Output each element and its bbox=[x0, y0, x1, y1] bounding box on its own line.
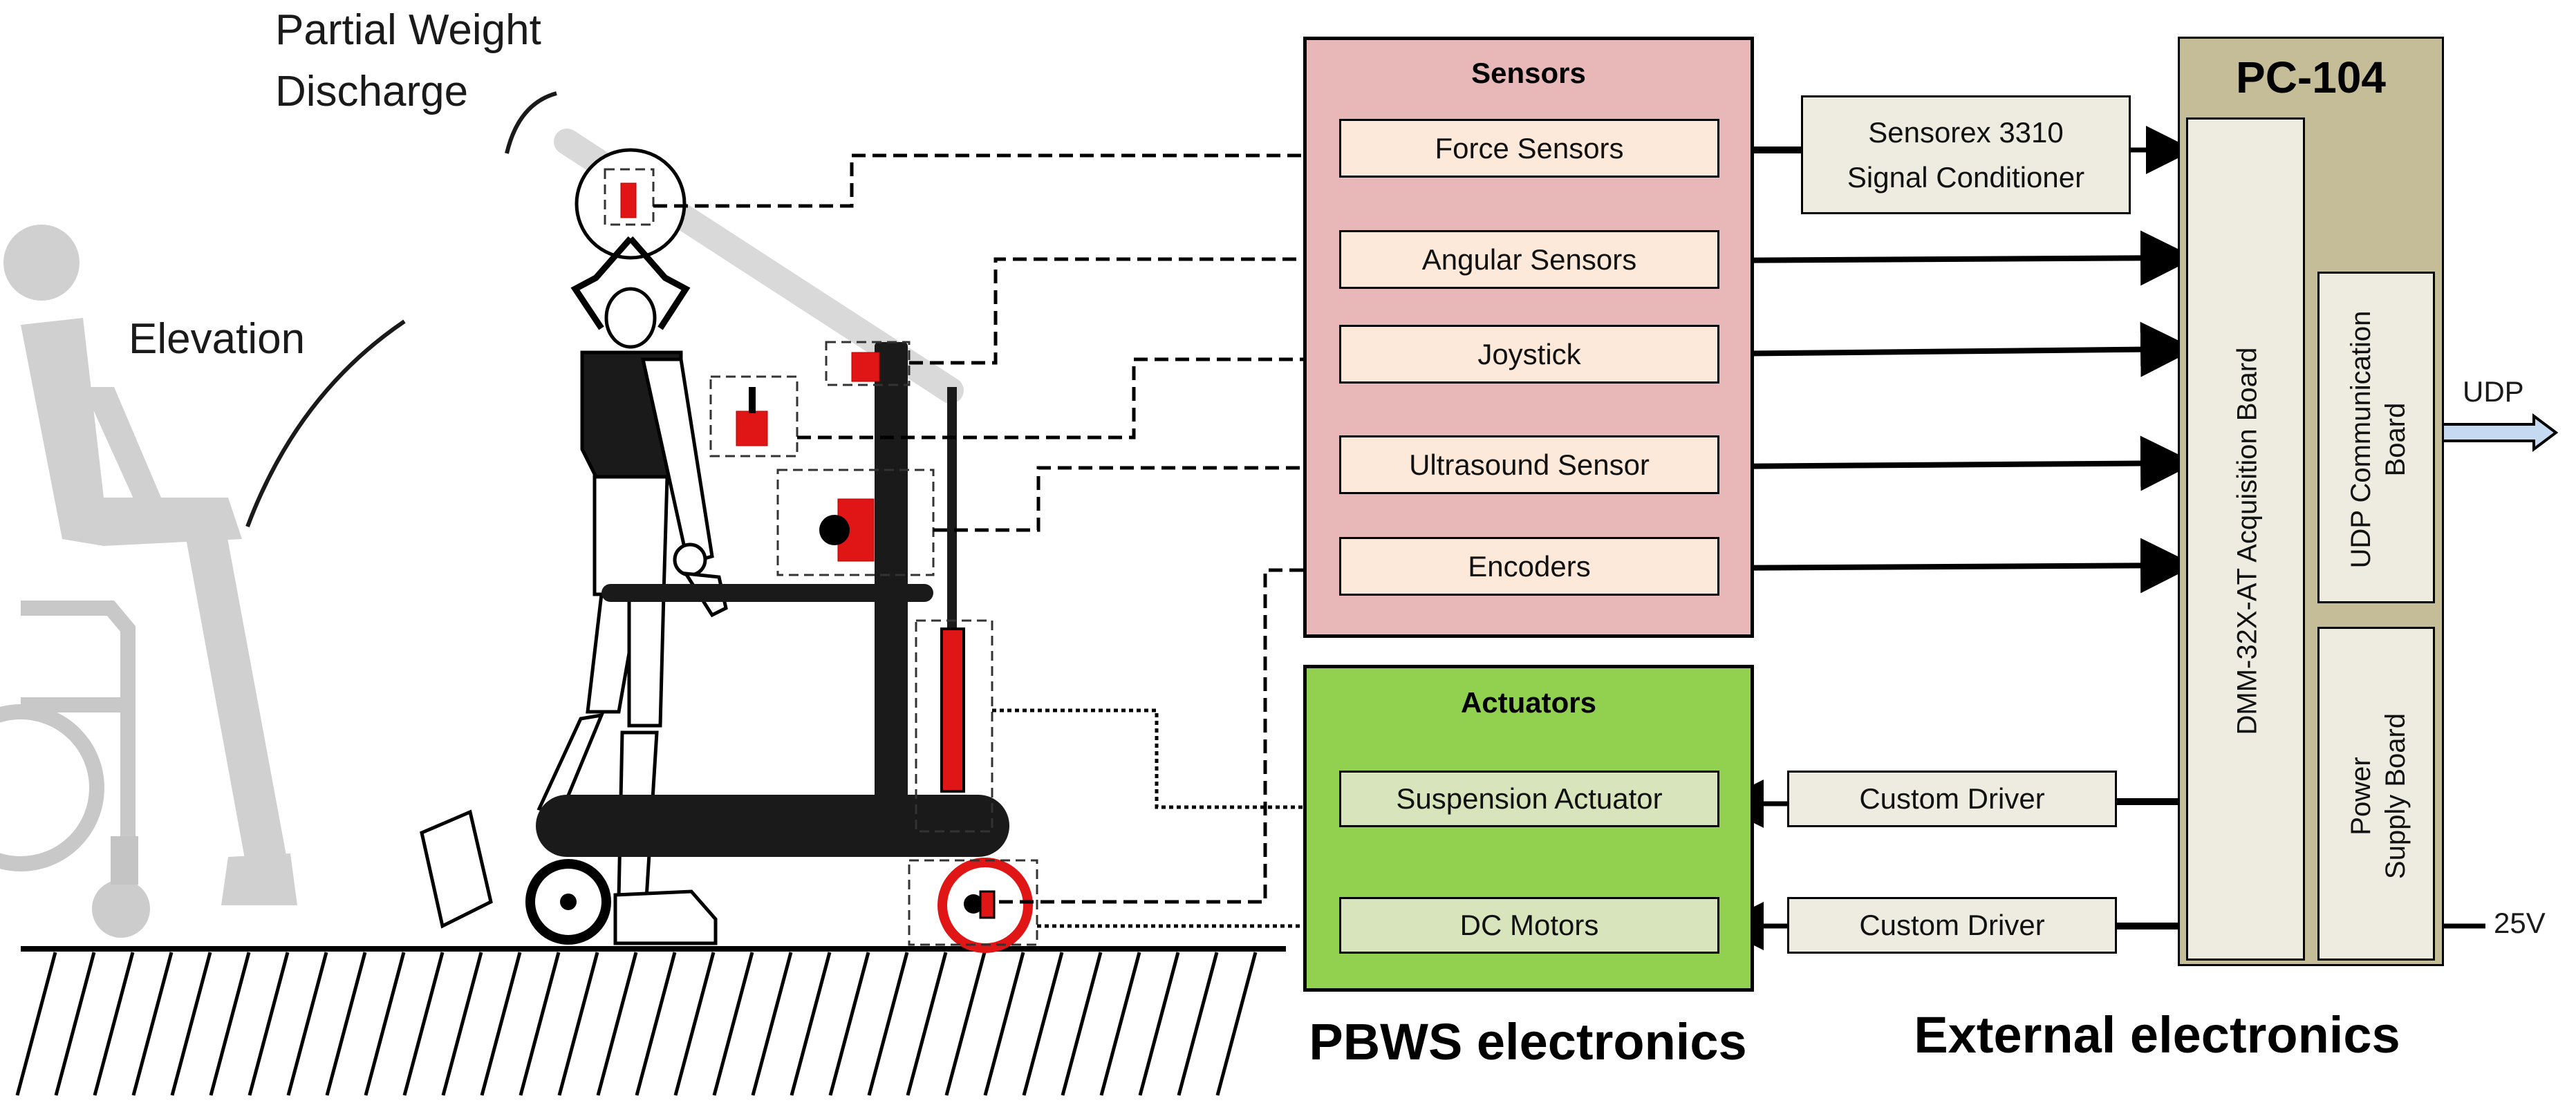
angular-sensor-component bbox=[851, 352, 880, 382]
ground-hatch-line bbox=[906, 952, 948, 1096]
actuators-title: Actuators bbox=[1460, 686, 1597, 719]
joystick-box: Joystick bbox=[1339, 325, 1719, 384]
ground-hatch-line bbox=[1138, 952, 1180, 1096]
ground-hatch-line bbox=[557, 952, 599, 1096]
ground-hatch-line bbox=[1215, 952, 1258, 1096]
ground-hatch-line bbox=[1061, 952, 1103, 1096]
ground-hatch-line bbox=[596, 952, 638, 1096]
custom-driver-suspension-box: Custom Driver bbox=[1787, 771, 2117, 827]
ground-hatch-line bbox=[673, 952, 716, 1096]
signal-conditioner-line2: Signal Conditioner bbox=[1847, 161, 2085, 193]
ground-hatch-line bbox=[519, 952, 561, 1096]
ground-hatch-line bbox=[54, 952, 96, 1096]
ground-hatch-line bbox=[441, 952, 483, 1096]
pc104-title: PC-104 bbox=[2236, 53, 2386, 102]
connection-lines-dotted bbox=[992, 708, 1303, 928]
elevation-label: Elevation bbox=[129, 315, 306, 363]
power-board-line1: Power bbox=[2346, 757, 2376, 836]
suspension-actuator-component bbox=[940, 627, 965, 793]
ground-hatch-line bbox=[790, 952, 832, 1096]
udp-label: UDP bbox=[2463, 375, 2524, 408]
signal-conditioner-box: Sensorex 3310 Signal Conditioner bbox=[1801, 95, 2131, 214]
dc-motors-box: DC Motors bbox=[1339, 897, 1719, 954]
force-sensors-box: Force Sensors bbox=[1339, 119, 1719, 178]
sensors-title: Sensors bbox=[1471, 57, 1586, 89]
acquisition-board: DMM-32X-AT Acquisition Board bbox=[2186, 117, 2305, 961]
weight-discharge-arc bbox=[505, 91, 557, 154]
udp-board-line1: UDP Communication bbox=[2346, 310, 2376, 569]
ground-hatch-line bbox=[1022, 952, 1064, 1096]
ground-hatch-line bbox=[248, 952, 290, 1096]
suspension-actuator-box: Suspension Actuator bbox=[1339, 771, 1719, 827]
signal-conditioner-line1: Sensorex 3310 bbox=[1868, 115, 2064, 149]
ground-hatch bbox=[15, 952, 1258, 1096]
custom-driver-motors-box: Custom Driver bbox=[1787, 897, 2117, 954]
encoder-component bbox=[979, 890, 996, 919]
force-sensor-component bbox=[620, 182, 637, 218]
ground-hatch-line bbox=[1099, 952, 1141, 1096]
rear-wheel-hub bbox=[964, 894, 983, 914]
ground-hatch-line bbox=[170, 952, 212, 1096]
ground-hatch-line bbox=[635, 952, 677, 1096]
ground-hatch-line bbox=[480, 952, 522, 1096]
encoders-box: Encoders bbox=[1339, 537, 1719, 596]
udp-board-line2: Board bbox=[2380, 402, 2411, 477]
partial-weight-label-line1: Partial Weight bbox=[275, 6, 541, 54]
ground-hatch-line bbox=[325, 952, 367, 1096]
ground-hatch-line bbox=[15, 952, 57, 1096]
seated-person-silhouette bbox=[3, 225, 297, 905]
pbws-electronics-label: PBWS electronics bbox=[1309, 1013, 1747, 1070]
udp-communication-board: UDP Communication Board bbox=[2317, 272, 2435, 603]
wheelchair-caster-fork bbox=[111, 836, 138, 885]
red-components bbox=[620, 182, 996, 919]
connection-lines bbox=[653, 153, 1303, 904]
ground-hatch-line bbox=[93, 952, 135, 1096]
walker-frame bbox=[536, 342, 1009, 857]
power-board-label: Power Supply Board bbox=[2344, 713, 2413, 879]
external-electronics-label: External electronics bbox=[1914, 1006, 2400, 1064]
power-board-line2: Supply Board bbox=[2380, 712, 2411, 880]
ground-hatch-line bbox=[209, 952, 251, 1096]
wheelchair-caster bbox=[92, 880, 150, 938]
partial-weight-label-line2: Discharge bbox=[275, 68, 469, 115]
ground-hatch-line bbox=[983, 952, 1025, 1096]
angular-sensors-box: Angular Sensors bbox=[1339, 230, 1719, 289]
ground-hatch-line bbox=[402, 952, 445, 1096]
elevation-arc bbox=[245, 319, 406, 528]
ground-hatch-line bbox=[751, 952, 793, 1096]
power-supply-board: Power Supply Board bbox=[2317, 627, 2435, 961]
joystick-stick bbox=[749, 387, 756, 413]
ground-hatch-line bbox=[712, 952, 754, 1096]
wheelchair-silhouette bbox=[0, 601, 136, 891]
ultrasound-head bbox=[819, 515, 850, 545]
ground-hatch-line bbox=[364, 952, 406, 1096]
ground-hatch-line bbox=[867, 952, 909, 1096]
power-25v-label: 25V bbox=[2494, 907, 2546, 939]
joystick-component bbox=[736, 410, 768, 446]
ultrasound-sensor-box: Ultrasound Sensor bbox=[1339, 435, 1719, 494]
udp-board-label: UDP Communication Board bbox=[2344, 311, 2413, 569]
component-highlight-boxes bbox=[604, 168, 1038, 946]
front-wheel-hub bbox=[560, 894, 577, 910]
ground-hatch-line bbox=[828, 952, 870, 1096]
ground-hatch-line bbox=[944, 952, 987, 1096]
ground-hatch-line bbox=[131, 952, 174, 1096]
acquisition-board-label: DMM-32X-AT Acquisition Board bbox=[2232, 347, 2263, 735]
ground-hatch-line bbox=[1177, 952, 1219, 1096]
ground-hatch-line bbox=[286, 952, 328, 1096]
